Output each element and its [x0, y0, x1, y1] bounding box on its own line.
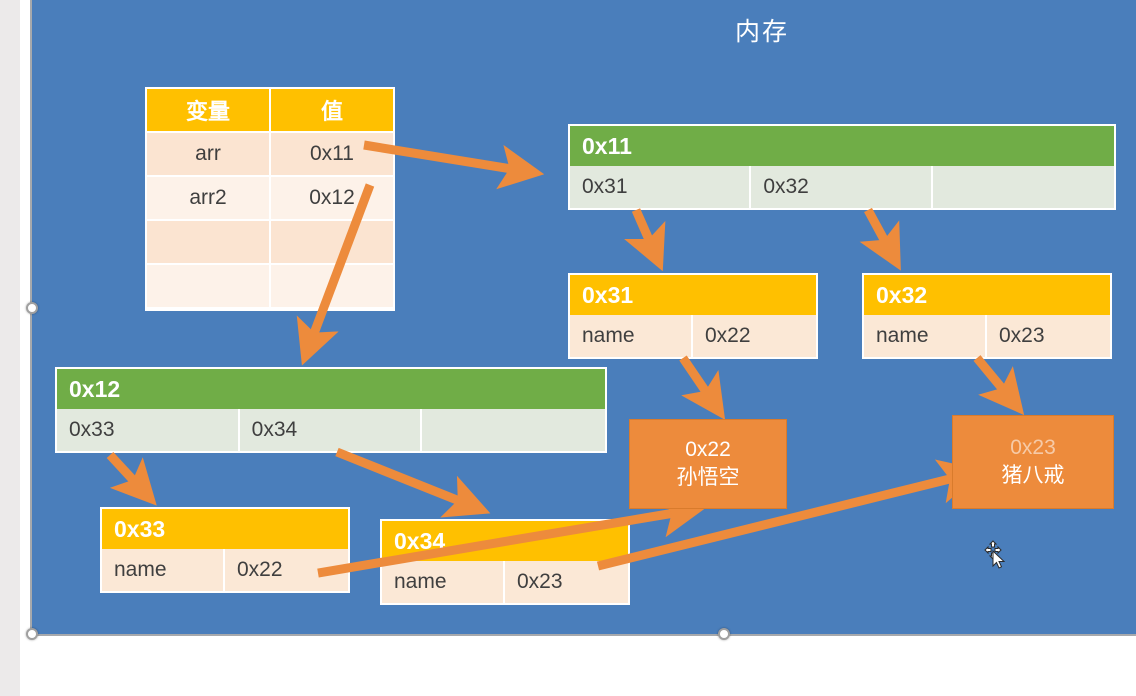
- block-cells: 0x31 0x32: [570, 166, 1114, 208]
- selection-handle-bottom-center[interactable]: [718, 628, 730, 640]
- string-value-0x22[interactable]: 0x22 孙悟空: [629, 419, 787, 509]
- cell-variable-value: 0x11: [271, 133, 393, 177]
- array-cell[interactable]: 0x34: [239, 409, 423, 451]
- block-address-label: 0x34: [382, 521, 628, 561]
- object-key[interactable]: name: [102, 549, 225, 591]
- column-header-value: 值: [271, 89, 393, 133]
- object-key[interactable]: name: [570, 315, 693, 357]
- array-cell[interactable]: 0x32: [751, 166, 933, 208]
- cell-variable-name: arr2: [147, 177, 271, 221]
- block-cells: name 0x23: [864, 315, 1110, 357]
- arrow-0x31-to-0x22: [679, 355, 726, 420]
- cell-variable-value: 0x12: [271, 177, 393, 221]
- string-address-label: 0x22: [685, 437, 731, 461]
- arrow-0x11c0-to-0x31: [624, 208, 666, 272]
- cell-variable-name: [147, 265, 271, 309]
- table-row[interactable]: [147, 221, 393, 265]
- column-header-variable: 变量: [147, 89, 271, 133]
- table-header-row: 变量 值: [147, 89, 393, 133]
- left-scroll-strip: [0, 0, 20, 696]
- memory-block-0x33[interactable]: 0x33 name 0x22: [100, 507, 350, 593]
- block-address-label: 0x12: [57, 369, 605, 409]
- slide-content: 内存 变量 值 arr 0x11 arr2 0x12: [32, 0, 1136, 634]
- object-value[interactable]: 0x23: [505, 561, 628, 603]
- string-value-0x23[interactable]: 0x23 猪八戒: [952, 415, 1114, 509]
- memory-block-0x12[interactable]: 0x12 0x33 0x34: [55, 367, 607, 453]
- array-cell[interactable]: 0x31: [570, 166, 752, 208]
- move-cursor-icon: [984, 540, 1010, 570]
- string-text: 猪八戒: [1001, 464, 1065, 487]
- arrow-0x12c0-to-0x33: [106, 451, 157, 506]
- block-cells: 0x33 0x34: [57, 409, 605, 451]
- block-cells: name 0x22: [570, 315, 816, 357]
- block-address-label: 0x31: [570, 275, 816, 315]
- object-key[interactable]: name: [864, 315, 987, 357]
- table-row[interactable]: arr2 0x12: [147, 177, 393, 221]
- arrow-0x12c1-to-0x34: [335, 447, 491, 518]
- block-address-label: 0x32: [864, 275, 1110, 315]
- selection-handle-left[interactable]: [26, 302, 38, 314]
- object-value[interactable]: 0x23: [987, 315, 1110, 357]
- memory-block-0x34[interactable]: 0x34 name 0x23: [380, 519, 630, 605]
- cell-variable-value: [271, 265, 393, 309]
- array-cell[interactable]: [422, 409, 605, 451]
- block-address-label: 0x11: [570, 126, 1114, 166]
- table-row[interactable]: [147, 265, 393, 309]
- table-row[interactable]: arr 0x11: [147, 133, 393, 177]
- string-text: 孙悟空: [676, 466, 740, 489]
- presentation-slide[interactable]: 内存 变量 值 arr 0x11 arr2 0x12: [26, 0, 1136, 640]
- string-address-label: 0x23: [1010, 435, 1056, 459]
- array-cell[interactable]: 0x33: [57, 409, 240, 451]
- object-value[interactable]: 0x22: [693, 315, 816, 357]
- left-margin: [20, 0, 32, 696]
- cell-variable-value: [271, 221, 393, 265]
- arrow-0x11c1-to-0x32: [859, 207, 901, 271]
- arrow-0x32-to-0x23: [973, 355, 1025, 416]
- memory-block-0x11[interactable]: 0x11 0x31 0x32: [568, 124, 1116, 210]
- object-value[interactable]: 0x22: [225, 549, 348, 591]
- array-cell[interactable]: [932, 166, 1114, 208]
- selection-handle-bottom-left[interactable]: [26, 628, 38, 640]
- block-cells: name 0x23: [382, 561, 628, 603]
- page-title: 内存: [734, 18, 789, 46]
- block-cells: name 0x22: [102, 549, 348, 591]
- memory-block-0x31[interactable]: 0x31 name 0x22: [568, 273, 818, 359]
- object-key[interactable]: name: [382, 561, 505, 603]
- block-address-label: 0x33: [102, 509, 348, 549]
- memory-block-0x32[interactable]: 0x32 name 0x23: [862, 273, 1112, 359]
- cell-variable-name: [147, 221, 271, 265]
- cell-variable-name: arr: [147, 133, 271, 177]
- variable-table[interactable]: 变量 值 arr 0x11 arr2 0x12: [145, 87, 395, 311]
